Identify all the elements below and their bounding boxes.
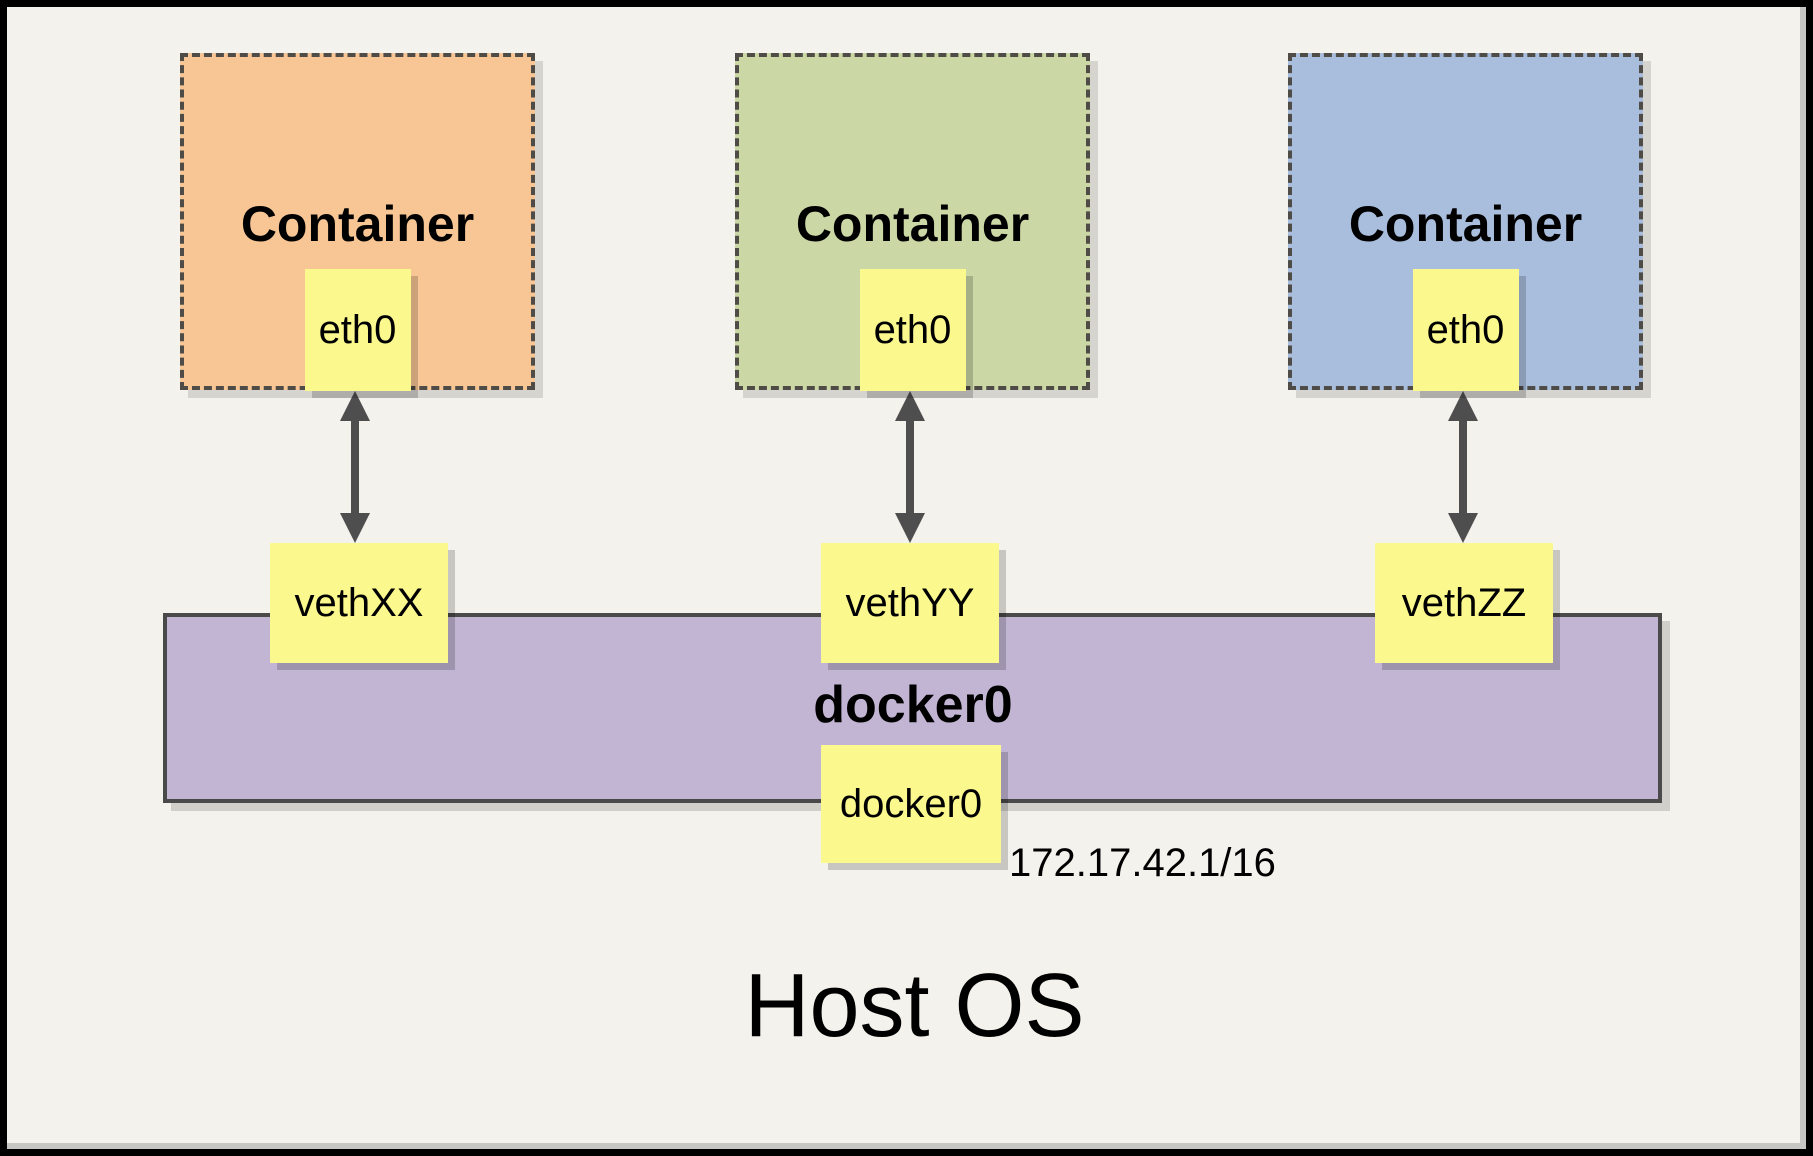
docker0-bridge-title: docker0 [813,676,1013,734]
eth0-label: eth0 [318,308,397,352]
vethXX-interface-box: vethXX [270,543,448,663]
veth-connection-arrow-1 [333,391,377,543]
container-box-1: Container eth0 [180,53,535,391]
veth-connection-arrow-2 [888,391,932,543]
container-box-2: Container eth0 [735,53,1090,391]
veth-connection-arrow-3 [1441,391,1485,543]
container-box-3: Container eth0 [1288,53,1643,391]
container-title: Container [240,196,475,252]
vethYY-interface-box: vethYY [821,543,999,663]
vethZZ-interface-box: vethZZ [1375,543,1553,663]
eth0-label: eth0 [873,308,952,352]
container-title: Container [795,196,1030,252]
eth0-interface-box: eth0 [304,269,411,391]
docker0-interface-box: docker0 [821,745,1001,863]
container-title: Container [1348,196,1583,252]
bridge-ip-address: 172.17.42.1/16 [1009,841,1276,885]
vethXX-label: vethXX [294,581,424,625]
eth0-label: eth0 [1426,308,1505,352]
docker0-label: docker0 [839,782,983,826]
vethYY-label: vethYY [845,581,975,625]
host-os-title: Host OS [744,956,1085,1056]
eth0-interface-box: eth0 [859,269,966,391]
eth0-interface-box: eth0 [1412,269,1519,391]
vethZZ-label: vethZZ [1401,581,1527,625]
